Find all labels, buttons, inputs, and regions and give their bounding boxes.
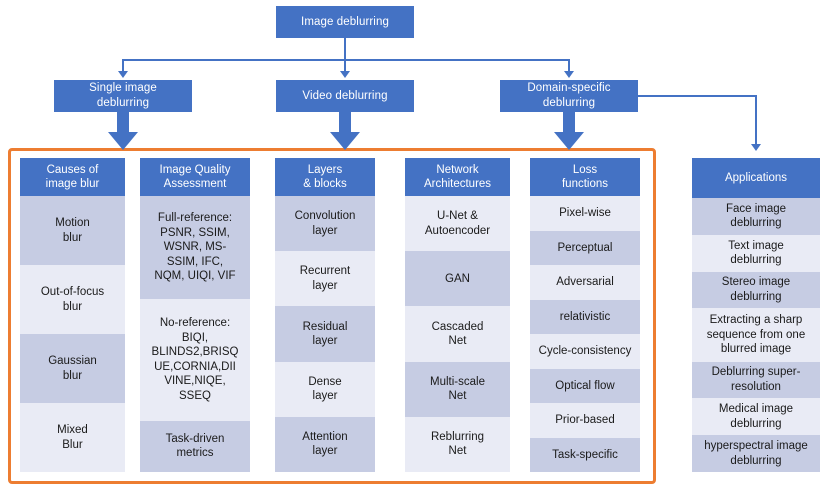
node-image-deblurring[interactable]: Image deblurring [276, 6, 414, 38]
node-video-deblurring[interactable]: Video deblurring [276, 80, 414, 112]
arrowhead-single-image [118, 71, 128, 78]
column-image-quality-assessment: Image Quality Assessment Full-reference:… [140, 158, 250, 472]
cell-stereo-image-deblurring[interactable]: Stereo image deblurring [692, 271, 820, 309]
column-header-applications: Applications [692, 158, 820, 198]
column-header-layers-and-blocks: Layers & blocks [275, 158, 375, 196]
connector-drop-domain [568, 59, 570, 72]
cell-motion-blur[interactable]: Motion blur [20, 196, 125, 265]
cell-perceptual[interactable]: Perceptual [530, 230, 640, 265]
block-arrow-video [330, 112, 360, 150]
cell-task-driven-metrics[interactable]: Task-driven metrics [140, 420, 250, 472]
arrowhead-applications [751, 144, 761, 151]
node-single-image-deblurring[interactable]: Single image deblurring [54, 80, 192, 112]
block-arrow-single-image [108, 112, 138, 150]
cell-medical-image-deblurring[interactable]: Medical image deblurring [692, 398, 820, 436]
cell-unet-autoencoder[interactable]: U-Net & Autoencoder [405, 196, 510, 252]
column-header-causes-of-image-blur: Causes of image blur [20, 158, 125, 196]
column-header-loss-functions: Loss functions [530, 158, 640, 196]
connector-distribution-bar [122, 59, 570, 61]
cell-hyperspectral-image-deblurring[interactable]: hyperspectral image deblurring [692, 435, 820, 472]
cell-text-image-deblurring[interactable]: Text image deblurring [692, 234, 820, 272]
cell-multi-scale-net[interactable]: Multi-scale Net [405, 361, 510, 417]
column-network-architectures: Network Architectures U-Net & Autoencode… [405, 158, 510, 473]
cell-dense-layer[interactable]: Dense layer [275, 361, 375, 417]
cell-gan[interactable]: GAN [405, 251, 510, 307]
cell-relativistic[interactable]: relativistic [530, 299, 640, 334]
arrowhead-video [340, 71, 350, 78]
cell-cycle-consistency[interactable]: Cycle-consistency [530, 334, 640, 369]
cell-extracting-sharp-sequence[interactable]: Extracting a sharp sequence from one blu… [692, 308, 820, 362]
column-layers-and-blocks: Layers & blocks Convolution layer Recurr… [275, 158, 375, 473]
cell-pixel-wise[interactable]: Pixel-wise [530, 196, 640, 231]
connector-applications-vertical [755, 95, 757, 145]
cell-task-specific[interactable]: Task-specific [530, 437, 640, 472]
cell-adversarial[interactable]: Adversarial [530, 265, 640, 300]
cell-full-reference-metrics[interactable]: Full-reference: PSNR, SSIM, WSNR, MS- SS… [140, 196, 250, 299]
cell-prior-based[interactable]: Prior-based [530, 403, 640, 438]
cell-face-image-deblurring[interactable]: Face image deblurring [692, 198, 820, 235]
connector-drop-video [344, 59, 346, 72]
cell-gaussian-blur[interactable]: Gaussian blur [20, 334, 125, 403]
column-loss-functions: Loss functions Pixel-wise Perceptual Adv… [530, 158, 640, 472]
cell-reblurring-net[interactable]: Reblurring Net [405, 416, 510, 473]
column-header-network-architectures: Network Architectures [405, 158, 510, 196]
cell-cascaded-net[interactable]: Cascaded Net [405, 306, 510, 362]
cell-convolution-layer[interactable]: Convolution layer [275, 196, 375, 252]
column-applications: Applications Face image deblurring Text … [692, 158, 820, 472]
cell-recurrent-layer[interactable]: Recurrent layer [275, 251, 375, 307]
arrowhead-domain [564, 71, 574, 78]
connector-drop-single [122, 59, 124, 72]
cell-residual-layer[interactable]: Residual layer [275, 306, 375, 362]
block-arrow-domain [554, 112, 584, 150]
column-header-image-quality-assessment: Image Quality Assessment [140, 158, 250, 196]
cell-no-reference-metrics[interactable]: No-reference: BIQI, BLINDS2,BRISQ UE,COR… [140, 298, 250, 421]
cell-optical-flow[interactable]: Optical flow [530, 368, 640, 403]
cell-attention-layer[interactable]: Attention layer [275, 416, 375, 473]
cell-deblurring-super-resolution[interactable]: Deblurring super- resolution [692, 361, 820, 399]
column-causes-of-image-blur: Causes of image blur Motion blur Out-of-… [20, 158, 125, 472]
connector-applications-horizontal [638, 95, 757, 97]
cell-mixed-blur[interactable]: Mixed Blur [20, 403, 125, 472]
connector-root-stem [344, 38, 346, 60]
cell-out-of-focus-blur[interactable]: Out-of-focus blur [20, 265, 125, 334]
node-domain-specific-deblurring[interactable]: Domain-specific deblurring [500, 80, 638, 112]
